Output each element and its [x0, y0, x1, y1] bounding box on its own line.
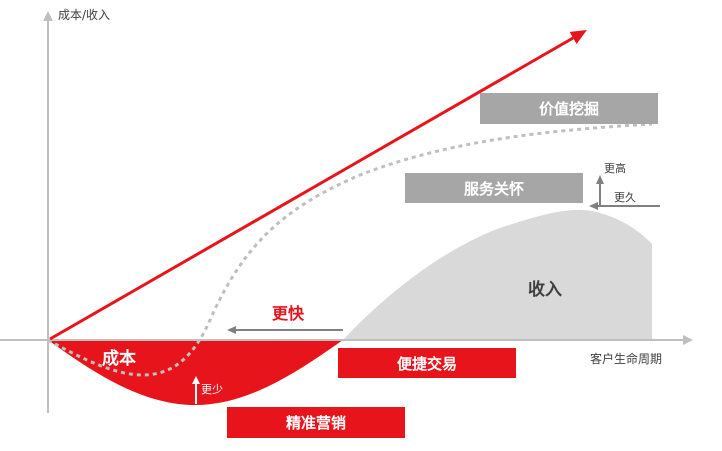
- stage-precision-marketing: 精准营销: [227, 407, 405, 438]
- income-label: 收入: [528, 280, 562, 300]
- faster-label: 更快: [272, 304, 305, 323]
- less-label: 更少: [201, 383, 223, 396]
- x-axis-label: 客户生命周期: [590, 352, 663, 366]
- stage-convenient-trade: 便捷交易: [338, 348, 516, 378]
- dotted-value-curve: [47, 122, 653, 377]
- cost-label: 成本: [102, 349, 136, 369]
- stage-value-mining: 价值挖掘: [480, 93, 658, 124]
- stage-service-care: 服务关怀: [405, 173, 583, 203]
- growth-arrow: [49, 30, 587, 341]
- income-area: [343, 209, 652, 340]
- y-axis-label: 成本/收入: [58, 8, 111, 22]
- higher-label: 更高: [604, 162, 626, 175]
- cost-area: [48, 340, 343, 405]
- longer-label: 更久: [614, 191, 636, 204]
